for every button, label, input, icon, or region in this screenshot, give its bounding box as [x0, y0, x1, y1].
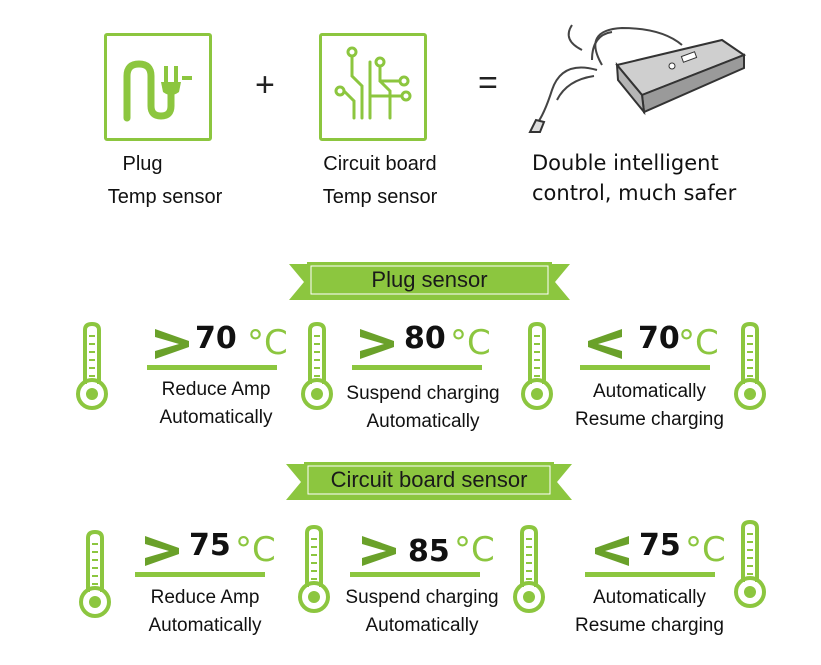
thermometer-icon	[733, 321, 767, 412]
thermometer-icon	[520, 321, 554, 412]
plug-sensor-icon-box	[104, 33, 212, 141]
plug-rule-3-value: 70 °C	[580, 321, 720, 370]
circuit-board-icon-box	[319, 33, 427, 141]
plug-temp-caption: Plug Temp sensor	[107, 153, 223, 208]
less-than-icon	[588, 329, 622, 359]
board-sensor-banner: Circuit board sensor	[286, 462, 572, 502]
thermometer-icon	[733, 519, 767, 610]
board-rule-2-desc: Suspend charging Automatically	[345, 587, 499, 636]
thermometer-icon	[297, 524, 331, 615]
plug-sensor-title: Plug sensor	[371, 267, 488, 292]
result-caption: Double intelligent control, much safer	[532, 151, 737, 205]
board-rule-1-desc: Reduce Amp Automatically	[148, 587, 262, 636]
value-underline	[580, 365, 710, 370]
thermometer-icon	[512, 524, 546, 615]
board-rule-3-value: 75 °C	[585, 528, 726, 577]
thermometer-icon	[78, 529, 112, 620]
equals-sign: =	[478, 64, 498, 102]
thermometer-icon	[300, 321, 334, 412]
plug-rule-1-value: 70 °C	[147, 321, 288, 370]
plug-sensor-banner: Plug sensor	[289, 262, 570, 302]
value-underline	[147, 365, 277, 370]
plug-rule-1-desc: Reduce Amp Automatically	[159, 379, 273, 428]
plug-rule-2-value: 80 °C	[352, 321, 492, 370]
less-than-icon	[595, 536, 629, 566]
greater-than-icon	[145, 536, 179, 566]
value-underline	[135, 572, 265, 577]
thermometer-icon	[75, 321, 109, 412]
value-underline	[585, 572, 715, 577]
greater-than-icon	[155, 329, 189, 359]
board-rule-2-value: 85 °C	[350, 530, 495, 577]
value-underline	[352, 365, 482, 370]
plus-sign: +	[255, 66, 275, 104]
value-underline	[350, 572, 480, 577]
board-temp-caption: Circuit board Temp sensor	[322, 153, 438, 208]
greater-than-icon	[362, 536, 396, 566]
greater-than-icon	[360, 329, 394, 359]
plug-icon	[123, 60, 192, 122]
board-rule-3-desc: Automatically Resume charging	[575, 587, 724, 636]
board-sensor-title: Circuit board sensor	[330, 467, 528, 492]
board-rule-1-value: 75 °C	[135, 528, 276, 577]
plug-rule-3-desc: Automatically Resume charging	[575, 381, 724, 430]
plug-rule-2-desc: Suspend charging Automatically	[346, 383, 500, 432]
charger-illustration	[528, 24, 747, 133]
circuit-board-icon	[334, 46, 412, 120]
